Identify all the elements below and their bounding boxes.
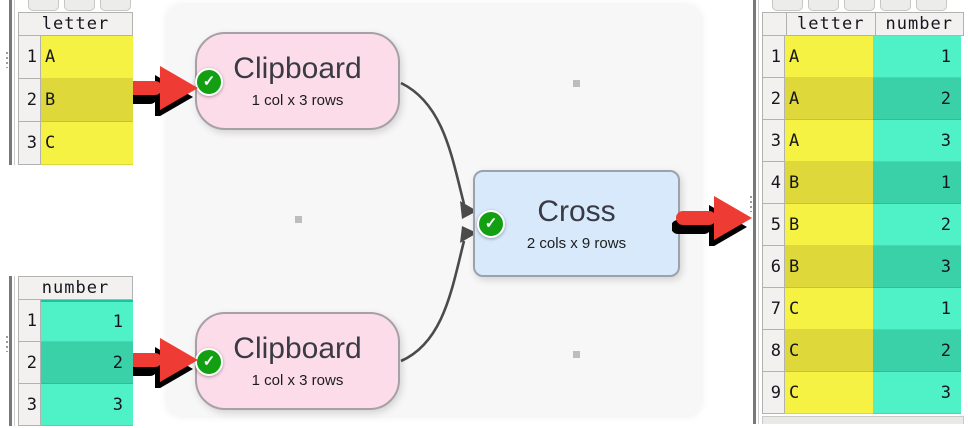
toolbar-button[interactable] [880,0,911,11]
row-number[interactable]: 8 [762,330,785,372]
cell-letter[interactable]: A [785,78,873,120]
cell-number[interactable]: 2 [41,342,133,384]
row-number[interactable]: 7 [762,288,785,330]
table-bottom-edge [762,416,964,424]
pane-edge [6,0,17,165]
table-row: 6 B 3 [762,246,964,288]
toolbar-button[interactable] [28,0,59,11]
cell-number[interactable]: 1 [873,288,961,330]
table-rows: 1 A 2 B 3 C [18,36,133,165]
cell-number[interactable]: 2 [873,78,961,120]
toolbar-button[interactable] [808,0,839,11]
row-number[interactable]: 1 [762,36,785,78]
column-header-number[interactable]: number [18,276,133,300]
node-title: Clipboard [233,332,362,365]
table-row: 2 B [18,79,133,122]
row-number[interactable]: 6 [762,246,785,288]
row-number[interactable]: 1 [18,36,41,79]
grid-dot [295,216,302,223]
cell-letter[interactable]: C [785,288,873,330]
cell-letter[interactable]: B [785,162,873,204]
node-size-label: 1 col x 3 rows [251,372,344,389]
node-clipboard-bottom[interactable]: ✓ Clipboard 1 col x 3 rows [195,312,400,410]
result-table: letter number 1 A 1 2 A 2 3 A 3 4 [750,0,964,424]
status-ok-icon: ✓ [477,210,505,238]
node-title: Cross [537,194,616,228]
row-number[interactable]: 2 [18,79,41,122]
status-ok-icon: ✓ [195,348,223,376]
toolbar-button[interactable] [772,0,803,11]
cell-number[interactable]: 2 [873,330,961,372]
table-rows: 1 A 1 2 A 2 3 A 3 4 B 1 5 B [762,36,964,414]
node-title: Clipboard [233,52,362,85]
row-number[interactable]: 1 [18,300,41,342]
row-number[interactable]: 2 [762,78,785,120]
cell-letter[interactable]: A [785,36,873,78]
cell-number[interactable]: 3 [873,372,961,414]
input-table-letter: letter 1 A 2 B 3 C [6,0,133,165]
toolbar-button[interactable] [916,0,947,11]
cell-letter[interactable]: B [785,246,873,288]
cell-letter[interactable]: A [785,120,873,162]
table-row: 3 C [18,122,133,165]
cell-letter[interactable]: A [41,36,133,79]
table-row: 7 C 1 [762,288,964,330]
cell-number[interactable]: 2 [873,204,961,246]
table-row: 3 3 [18,384,133,426]
column-header-letter[interactable]: letter [18,12,133,36]
table-row: 1 A [18,36,133,79]
row-number[interactable]: 3 [18,122,41,165]
cell-letter[interactable]: C [785,372,873,414]
table-row: 1 A 1 [762,36,964,78]
input-table-number: number 1 1 2 2 3 3 [6,276,133,426]
grid-dot [573,80,580,87]
row-number[interactable]: 3 [18,384,41,426]
row-number[interactable]: 9 [762,372,785,414]
cell-number[interactable]: 3 [873,120,961,162]
toolbar-partial [762,0,964,12]
toolbar-button[interactable] [100,0,131,11]
cell-letter[interactable]: C [41,122,133,165]
row-number[interactable]: 4 [762,162,785,204]
toolbar-button[interactable] [64,0,95,11]
cell-letter[interactable]: C [785,330,873,372]
column-header-letter[interactable]: letter [787,13,876,35]
table-row: 3 A 3 [762,120,964,162]
cell-number[interactable]: 3 [41,384,133,426]
column-header-number[interactable]: number [885,14,953,34]
toolbar-partial [18,0,133,12]
pane-edge [6,276,17,426]
cell-number[interactable]: 1 [873,36,961,78]
table-rows: 1 1 2 2 3 3 [18,300,133,426]
node-clipboard-top[interactable]: ✓ Clipboard 1 col x 3 rows [195,32,400,130]
row-number[interactable]: 5 [762,204,785,246]
status-ok-icon: ✓ [195,68,223,96]
row-number[interactable]: 2 [18,342,41,384]
node-size-label: 2 cols x 9 rows [526,234,627,252]
cell-number[interactable]: 1 [41,300,133,342]
cell-letter[interactable]: B [41,79,133,122]
cell-number[interactable]: 1 [873,162,961,204]
result-header-row: letter number [762,12,964,36]
grid-dot [573,351,580,358]
row-number[interactable]: 3 [762,120,785,162]
splitter-grip[interactable] [750,196,752,212]
table-row: 1 1 [18,300,133,342]
table-row: 2 2 [18,342,133,384]
splitter-grip[interactable] [6,52,8,68]
corner-cell[interactable] [763,13,787,35]
node-size-label: 1 col x 3 rows [251,92,344,109]
splitter-grip[interactable] [6,336,8,352]
toolbar-button[interactable] [844,0,875,11]
table-row: 8 C 2 [762,330,964,372]
table-row: 5 B 2 [762,204,964,246]
node-cross[interactable]: ✓ Cross 2 cols x 9 rows [473,170,680,277]
table-row: 9 C 3 [762,372,964,414]
table-row: 4 B 1 [762,162,964,204]
table-row: 2 A 2 [762,78,964,120]
cell-number[interactable]: 3 [873,246,961,288]
pane-edge [750,0,761,424]
cell-letter[interactable]: B [785,204,873,246]
